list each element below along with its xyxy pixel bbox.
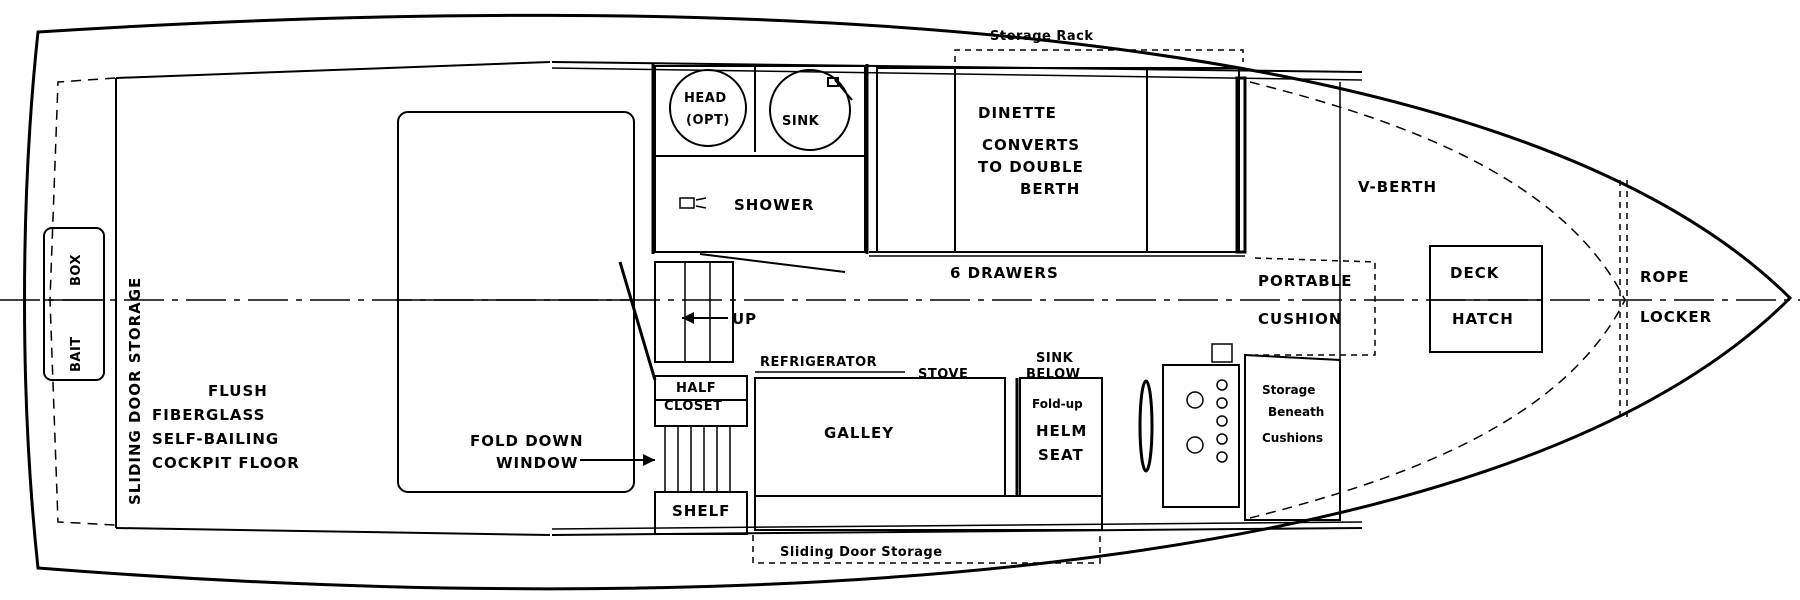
label-dinette: DINETTE [978, 104, 1057, 122]
up-arrow-head [682, 312, 694, 324]
sliding-door-storage-dashed [752, 535, 1101, 564]
label-head: HEAD [684, 91, 727, 106]
label-to-double: TO DOUBLE [978, 158, 1084, 176]
label-refrigerator: REFRIGERATOR [760, 355, 877, 370]
label-half: HALF [676, 381, 716, 396]
companionway-steps [654, 261, 734, 363]
label-rope: ROPE [1640, 268, 1690, 286]
shower-door [699, 253, 846, 273]
label-sink-below-1: SINK [1036, 351, 1074, 366]
head-toilet [669, 69, 747, 147]
label-v-berth: V-BERTH [1358, 178, 1437, 196]
label-sliding-door-storage-bottom: Sliding Door Storage [780, 545, 943, 560]
deck-hatch [1429, 245, 1543, 353]
gauge-4 [1216, 397, 1228, 409]
hull-outline [23, 13, 1793, 591]
galley-lower-cabinet [754, 495, 1103, 531]
label-box: BOX [69, 254, 84, 286]
gauge-6 [1216, 433, 1228, 445]
label-fiberglass: FIBERGLASS [152, 406, 265, 424]
v-berth-dashed-outline [1249, 81, 1626, 519]
portable-cushion-dashed [1254, 257, 1376, 356]
label-cockpit-floor: COCKPIT FLOOR [152, 454, 300, 472]
storage-beneath-cushions-outline [1244, 353, 1341, 521]
label-cushions: Cushions [1262, 431, 1323, 445]
label-window: WINDOW [496, 454, 578, 472]
label-helm: HELM [1036, 422, 1087, 440]
steering-wheel-icon [1138, 379, 1154, 473]
gauge-5 [1216, 415, 1228, 427]
gauge-7 [1216, 451, 1228, 463]
gauge-1 [1186, 391, 1204, 409]
storage-rack-dashed [954, 49, 1244, 62]
helm-console [1162, 364, 1240, 508]
gauge-3 [1216, 379, 1228, 391]
label-hatch: HATCH [1452, 310, 1514, 328]
dinette-aft-seat [1146, 67, 1240, 253]
cabin-top-wall-2 [551, 67, 1363, 81]
label-storage-rack: Storage Rack [990, 29, 1093, 44]
label-converts: CONVERTS [982, 136, 1080, 154]
label-berth: BERTH [1020, 180, 1080, 198]
dinette-forward-seat [876, 67, 956, 253]
cabin-bottom-wall-2 [551, 521, 1363, 530]
label-sink: SINK [782, 114, 820, 129]
label-shelf: SHELF [672, 502, 730, 520]
shower-head-spray-2 [695, 205, 707, 209]
engine-hatch [397, 111, 635, 493]
label-storage: Storage [1262, 383, 1315, 397]
faucet-handle [827, 77, 839, 87]
head-sink-bowl [769, 69, 851, 151]
closet-hangers [664, 426, 731, 492]
label-locker: LOCKER [1640, 308, 1712, 326]
shower-head [679, 197, 695, 209]
label-sink-below-2: BELOW [1026, 367, 1081, 382]
bait-box [43, 227, 105, 381]
cockpit-top-edge [115, 61, 551, 79]
label-fold-down: FOLD DOWN [470, 432, 584, 450]
helm-seat [1019, 377, 1103, 497]
shower-compartment [654, 155, 866, 253]
label-flush: FLUSH [208, 382, 268, 400]
dinette-bulkhead-post [1235, 76, 1247, 254]
label-shower: SHOWER [734, 196, 814, 214]
label-cushion: CUSHION [1258, 310, 1342, 328]
companionway-door [618, 261, 657, 381]
label-deck: DECK [1450, 264, 1500, 282]
fold-down-window-arrowhead [643, 454, 655, 466]
label-sliding-door-storage-vertical: SLIDING DOOR STORAGE [126, 277, 144, 505]
label-six-drawers: 6 DRAWERS [950, 264, 1059, 282]
label-portable: PORTABLE [1258, 272, 1353, 290]
gauge-2 [1186, 436, 1204, 454]
label-seat: SEAT [1038, 446, 1084, 464]
shelf [654, 491, 748, 535]
label-up: UP [732, 310, 757, 328]
shower-head-spray-1 [695, 197, 707, 201]
cockpit-bottom-edge [115, 527, 551, 536]
label-fold-up: Fold-up [1032, 397, 1083, 411]
helm-console-top [1211, 343, 1233, 363]
transom-dashed-outline [49, 77, 116, 526]
label-beneath: Beneath [1268, 405, 1324, 419]
label-head-opt: (OPT) [686, 113, 730, 128]
label-self-bailing: SELF-BAILING [152, 430, 279, 448]
label-closet: CLOSET [664, 399, 723, 414]
label-stove: STOVE [918, 367, 968, 382]
label-galley: GALLEY [824, 424, 894, 442]
label-bait: BAIT [69, 336, 84, 372]
